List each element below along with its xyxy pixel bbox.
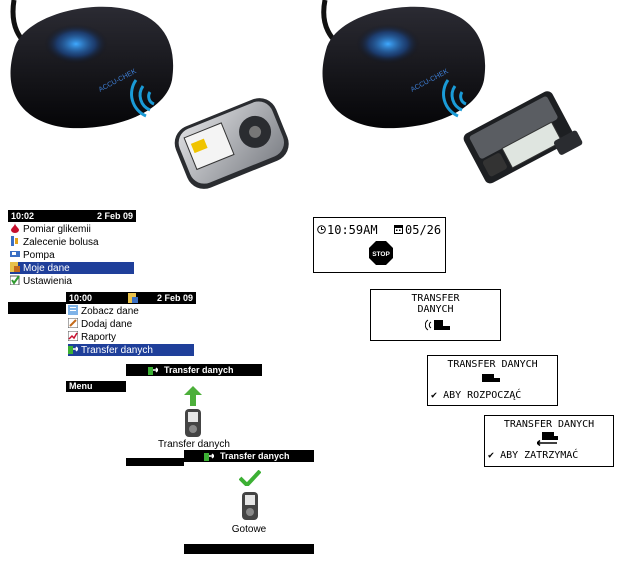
menu-item-label: Ustawienia [23,276,72,287]
menu-item-view-data[interactable]: Zobacz dane [68,305,194,317]
clock-icon [317,225,326,234]
settings-check-icon [10,275,20,285]
check-icon: ✔ [431,390,438,401]
infrared-transmit-icon [425,319,450,331]
data-transfer-icon [148,367,158,375]
data-transfer-icon [68,346,78,354]
softkey-menu[interactable]: Menu [66,381,126,392]
screen-title: Transfer danych [164,365,234,375]
menu-item-data-transfer[interactable]: Transfer danych [68,344,194,356]
pump-home-screen: 10:59AM 05/26 STOP [313,217,446,273]
pump-action-text: ABY ZATRZYMAĆ [500,450,579,461]
clock-time: 10:02 [11,211,35,221]
menu-item-reports[interactable]: Raporty [68,331,194,343]
device-illustrations: ACCU-CHEK ACCU-CHEK [10,0,583,189]
menu-item-label: Pompa [23,250,55,261]
status-caption: Gotowe [231,524,267,535]
menu-item-label: Dodaj dane [81,319,133,330]
pump-line-1: TRANSFER [411,293,460,304]
menu-item-label: Transfer danych [81,345,153,356]
calendar-icon [394,225,403,234]
meter-device-icon [185,409,201,437]
menu-item-add-data[interactable]: Dodaj dane [68,318,194,330]
title-bar: Transfer danych [184,450,314,462]
insulin-pump [463,91,583,184]
pump-line-2: DANYCH [417,304,454,315]
signal-waves-right-icon [442,79,467,118]
stop-sign-icon: STOP [369,241,393,265]
menu-item-label: Moje dane [23,263,70,274]
title-bar: Transfer danych [126,364,262,376]
pump-line-1: TRANSFER DANYCH [447,359,538,370]
pump-line-3: ✔ ABY ROZPOCZĄĆ [428,390,557,401]
pump-time: 10:59AM [327,223,378,237]
menu-item-pump[interactable]: Pompa [10,249,134,261]
meter-transfer-screen: Transfer danych Transfer danych [126,364,262,466]
signal-waves-left-icon [130,79,155,118]
pump-device-icon [482,374,500,382]
upload-arrow-icon [184,386,202,406]
date-label: 2 Feb 09 [156,293,193,303]
clock-time: 10:00 [69,293,93,303]
pump-date: 05/26 [405,223,442,237]
pump-icon [10,251,20,257]
add-data-icon [68,318,78,328]
menu-item-label: Zobacz dane [81,306,139,317]
status-bar: 10:00 2 Feb 09 [66,292,196,304]
my-data-icon [128,293,138,303]
pump-transfer-arrow-icon [537,432,558,446]
softkey-bar [184,544,314,554]
pump-start-transfer-screen: TRANSFER DANYCH ✔ ABY ROZPOCZĄĆ [427,355,558,406]
pump-line-3: ✔ ABY ZATRZYMAĆ [485,450,613,461]
bolus-advice-icon [11,236,18,246]
status-caption: Transfer danych [158,439,230,450]
pump-transfer-screen: TRANSFER DANYCH [370,289,501,341]
reports-icon [68,331,78,341]
menu-item-settings[interactable]: Ustawienia [10,275,134,287]
check-icon: ✔ [488,450,495,461]
menu-item-blood-glucose[interactable]: Pomiar glikemii [10,223,134,235]
view-data-icon [68,305,78,315]
screen-title: Transfer danych [220,451,290,461]
meter-device-icon [242,492,258,520]
pump-line-1: TRANSFER DANYCH [503,419,595,430]
stop-label: STOP [372,251,390,258]
blood-glucose-meter [174,98,289,189]
menu-item-label: Raporty [81,332,117,343]
status-bar: 10:02 2 Feb 09 [8,210,136,222]
menu-item-my-data[interactable]: Moje dane [10,262,134,274]
meter-transfer-done-screen: Transfer danych Gotowe [184,450,314,554]
data-transfer-icon [204,453,214,461]
checkmark-icon [239,470,261,486]
blood-drop-icon [11,223,19,233]
menu-item-bolus-advice[interactable]: Zalecenie bolusa [10,236,134,248]
menu-item-label: Pomiar glikemii [23,224,91,235]
pump-stop-transfer-screen: TRANSFER DANYCH ✔ ABY ZATRZYMAĆ [484,415,614,467]
menu-item-label: Zalecenie bolusa [23,237,99,248]
softkey-bar [126,458,186,466]
my-data-icon [10,262,20,272]
date-label: 2 Feb 09 [96,211,133,221]
pump-action-text: ABY ROZPOCZĄĆ [443,390,522,401]
softkey-bar [8,302,68,314]
